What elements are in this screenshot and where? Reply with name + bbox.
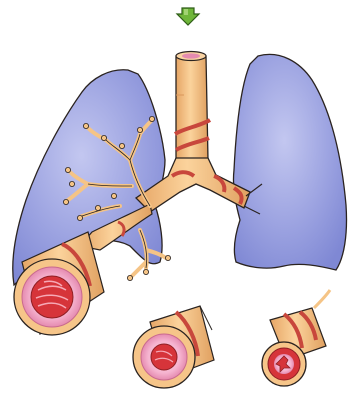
bronchiole-cross-section (133, 306, 214, 388)
terminal-bronchiole-cross-section (262, 290, 330, 386)
trachea (175, 52, 210, 161)
right-lung (233, 54, 346, 270)
arrow-down-icon (177, 8, 199, 25)
